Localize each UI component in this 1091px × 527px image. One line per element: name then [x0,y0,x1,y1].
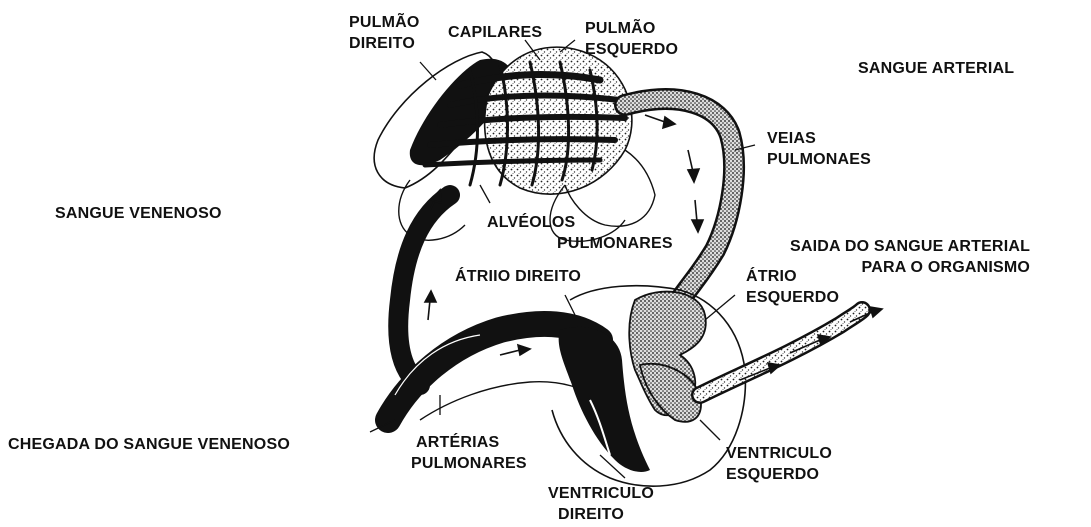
label-left-ventricle: VENTRICULO ESQUERDO [726,443,832,485]
label-alveoli: ALVÉOLOS PULMONARES [487,212,673,254]
label-right-ventricle: VENTRICULO DIREITO [548,483,654,525]
label-left-lung-line1: PULMÃO [585,18,678,39]
label-capillaries: CAPILARES [448,22,542,43]
label-arterial-blood: SANGUE ARTERIAL [858,58,1014,79]
pulmonary-vein [625,99,734,300]
label-venous-arrival: CHEGADA DO SANGUE VENENOSO [8,434,290,455]
label-right-ventricle-line2: DIREITO [558,504,654,525]
label-right-atrium: ÁTRIIO DIREITO [455,266,581,287]
label-left-ventricle-line1: VENTRICULO [726,443,832,464]
label-venous-blood: SANGUE VENENOSO [55,203,222,224]
left-heart-chambers [629,292,706,422]
label-pulmonary-arteries: ARTÉRIAS PULMONARES [411,432,527,474]
label-left-ventricle-line2: ESQUERDO [726,464,832,485]
label-pulmonary-veins-line2: PULMONAES [767,149,871,170]
label-right-lung: PULMÃO DIREITO [349,12,420,54]
label-alveoli-line2: PULMONARES [557,233,673,254]
label-left-atrium-line1: ÁTRIO [746,266,839,287]
label-pulmonary-arteries-line1: ARTÉRIAS [416,432,527,453]
label-pulmonary-arteries-line2: PULMONARES [411,453,527,474]
aorta [700,310,862,395]
label-pulmonary-veins: VEIAS PULMONAES [767,128,871,170]
label-left-atrium: ÁTRIO ESQUERDO [746,266,839,308]
label-right-lung-line2: DIREITO [349,33,420,54]
label-right-ventricle-line1: VENTRICULO [548,483,654,504]
label-left-lung: PULMÃO ESQUERDO [585,18,678,60]
label-left-atrium-line2: ESQUERDO [746,287,839,308]
label-right-lung-line1: PULMÃO [349,12,420,33]
label-alveoli-line1: ALVÉOLOS [487,212,673,233]
label-left-lung-line2: ESQUERDO [585,39,678,60]
label-arterial-exit-line1: SAIDA DO SANGUE ARTERIAL [790,236,1030,257]
label-pulmonary-veins-line1: VEIAS [767,128,871,149]
